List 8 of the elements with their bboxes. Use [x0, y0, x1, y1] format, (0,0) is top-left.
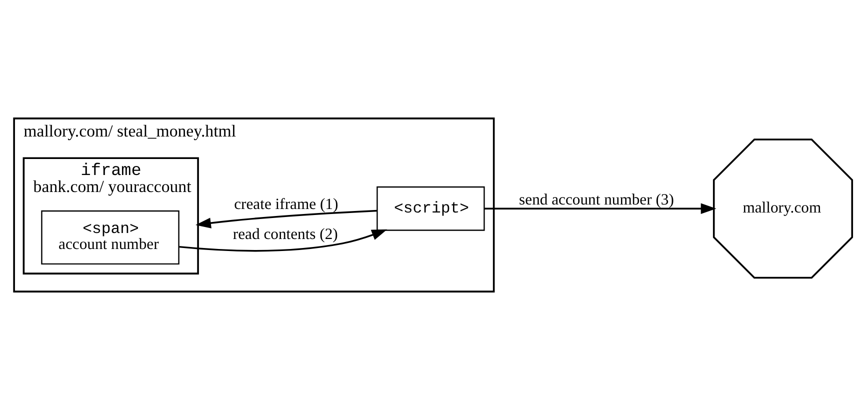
arrow [179, 229, 388, 252]
edge-label: read contents (2) [232, 226, 338, 244]
arrow [196, 210, 377, 228]
edge-label: send account number (3) [519, 191, 674, 208]
node-box: <span> account number [41, 210, 180, 265]
node-box: <script> [376, 186, 485, 231]
arrow [484, 203, 716, 214]
edge-label: create iframe (1) [234, 196, 338, 214]
